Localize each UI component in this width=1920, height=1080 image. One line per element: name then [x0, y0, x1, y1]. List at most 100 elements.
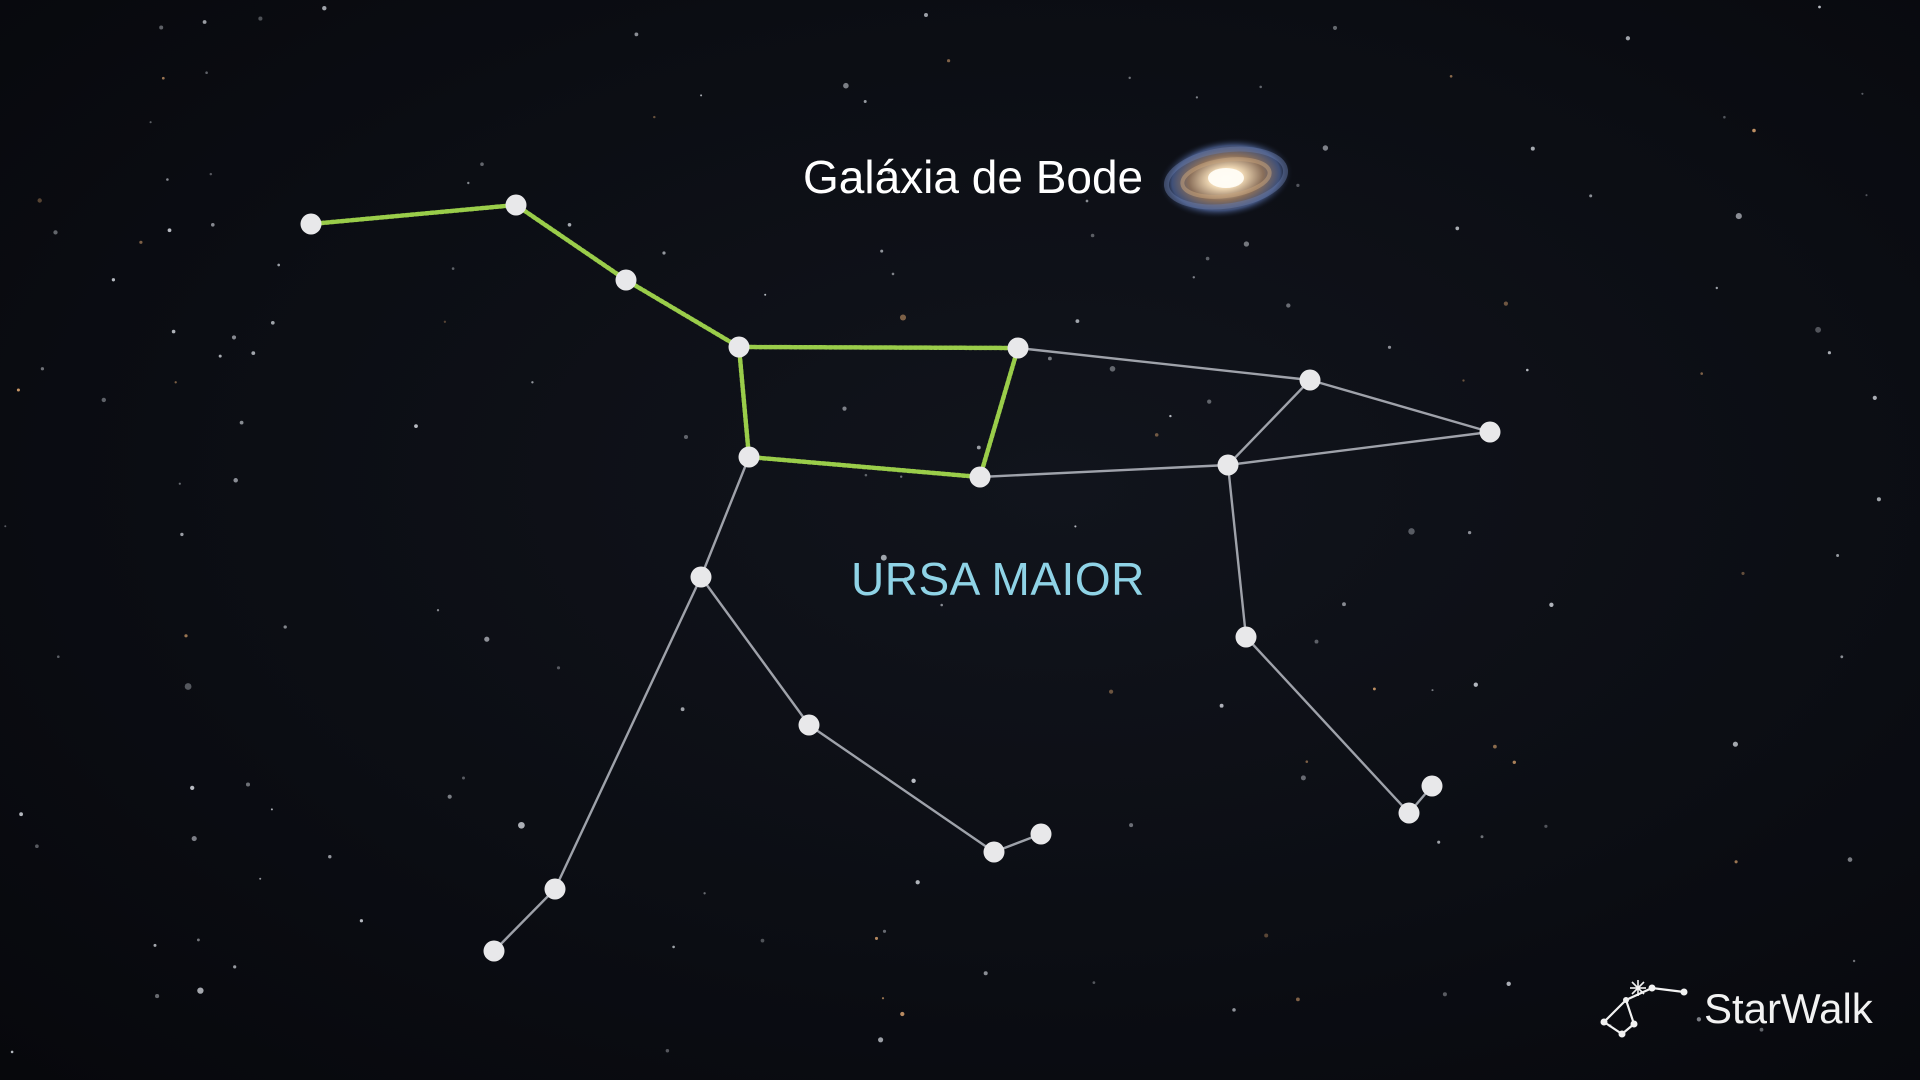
background-star [881, 997, 885, 1000]
background-star [653, 115, 656, 119]
background-star [231, 335, 237, 340]
background-star [683, 434, 689, 440]
asterism-line [308, 202, 519, 227]
background-star [1847, 857, 1853, 862]
background-star [462, 776, 465, 780]
background-star [1408, 528, 1415, 535]
background-star [1090, 233, 1095, 238]
background-star [1865, 194, 1868, 197]
background-stars [4, 5, 1881, 1054]
star [738, 446, 760, 468]
background-star [1732, 741, 1738, 747]
background-star [672, 945, 675, 949]
star [1007, 337, 1029, 359]
background-star [1876, 497, 1881, 502]
background-star [518, 821, 525, 829]
background-star [277, 263, 281, 267]
star [544, 878, 566, 900]
constellation-line [808, 724, 995, 853]
background-star [1295, 997, 1300, 1002]
background-star [56, 655, 60, 659]
background-star [1074, 525, 1077, 528]
asterism-line [513, 202, 629, 283]
background-star [700, 94, 703, 97]
star [728, 336, 750, 358]
background-star [1047, 356, 1052, 361]
background-star [1207, 399, 1212, 404]
background-star [1589, 194, 1593, 198]
constellation-line [1017, 346, 1311, 382]
background-star [1696, 1017, 1702, 1022]
background-star [887, 171, 891, 174]
background-star [451, 267, 455, 270]
background-star [251, 351, 256, 356]
background-star [1129, 823, 1134, 828]
background-star [1455, 226, 1460, 231]
background-star [101, 397, 106, 403]
background-star [443, 320, 447, 323]
background-star [1526, 368, 1529, 372]
background-star [359, 919, 364, 923]
background-star [167, 228, 172, 233]
background-star [111, 278, 116, 282]
background-star [634, 32, 639, 37]
galaxy-label: Galáxia de Bode [803, 151, 1144, 203]
background-star [1852, 959, 1856, 963]
background-star [1169, 414, 1172, 418]
background-star [1700, 372, 1703, 375]
background-star [940, 603, 943, 607]
background-star [891, 272, 895, 276]
background-star [139, 240, 143, 244]
background-star [843, 82, 849, 89]
star [483, 940, 505, 962]
background-star [1243, 241, 1250, 247]
background-star [159, 25, 164, 30]
brand-name: StarWalk [1704, 985, 1873, 1032]
star [300, 213, 322, 235]
asterism-line [623, 277, 742, 350]
background-star [467, 181, 470, 185]
asterism-line [736, 344, 752, 460]
background-star [436, 609, 440, 612]
background-star [484, 636, 490, 642]
background-star [258, 16, 263, 21]
background-star [1549, 602, 1554, 607]
star [1235, 626, 1257, 648]
background-star [556, 666, 561, 670]
background-star [35, 844, 39, 849]
galaxy-icon [1158, 137, 1294, 219]
background-star [1314, 639, 1319, 644]
background-star [270, 808, 273, 811]
background-star [842, 406, 847, 411]
background-star [1818, 5, 1821, 9]
background-star [915, 880, 920, 885]
background-star [900, 1011, 905, 1017]
background-star [196, 938, 200, 942]
background-star [1493, 744, 1497, 749]
background-star [1503, 301, 1508, 306]
background-star [567, 222, 572, 227]
constellation-stars [300, 194, 1501, 962]
background-star [190, 785, 195, 791]
background-star [764, 293, 767, 296]
background-star [1473, 682, 1478, 687]
background-star [1219, 703, 1224, 708]
background-star [1506, 981, 1511, 986]
background-star [1286, 303, 1291, 308]
constellation-line [979, 463, 1229, 479]
constellation-line [699, 456, 751, 578]
background-star [166, 178, 169, 181]
constellation-line [1245, 636, 1410, 814]
background-star [1741, 571, 1745, 575]
background-star [1734, 860, 1738, 864]
star [983, 841, 1005, 863]
background-star [911, 778, 916, 783]
background-star [1387, 345, 1392, 349]
background-star [882, 929, 887, 933]
big-dipper-asterism [308, 202, 1021, 480]
constellation-line [1227, 379, 1311, 466]
background-star [1530, 146, 1535, 151]
background-star [149, 121, 152, 124]
background-star [680, 707, 685, 712]
brand-logo: StarWalk [1600, 978, 1873, 1040]
